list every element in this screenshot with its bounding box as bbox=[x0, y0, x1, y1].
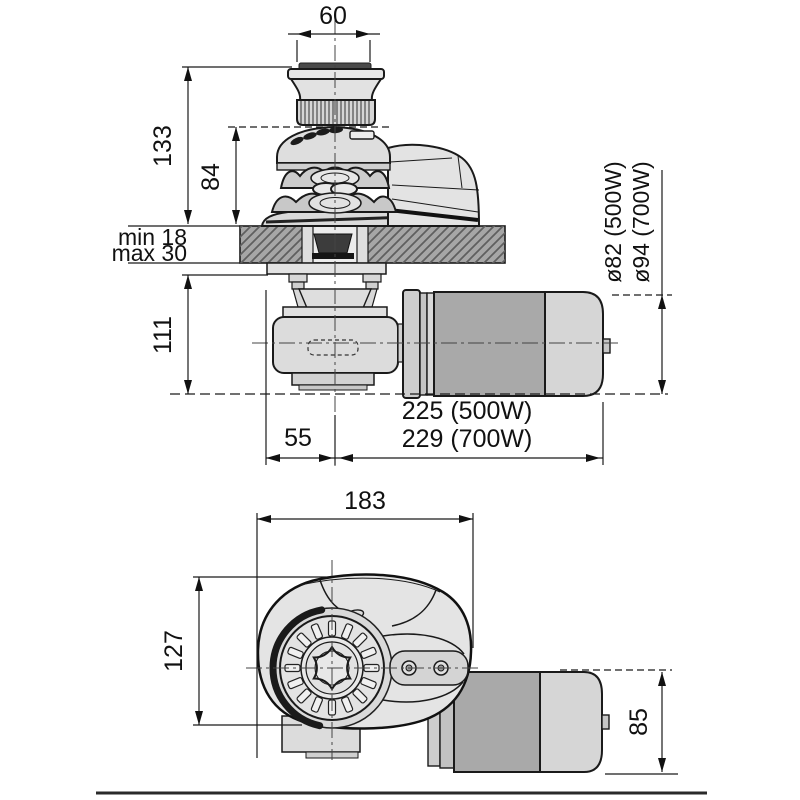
mounting-nut bbox=[288, 273, 308, 283]
dim-label-127: 127 bbox=[160, 630, 188, 672]
dim-label-183: 183 bbox=[344, 487, 386, 515]
dim-plan-motor-height bbox=[560, 669, 678, 775]
dim-lengths bbox=[265, 290, 604, 465]
motor-side bbox=[397, 289, 611, 399]
dim-label-85: 85 bbox=[625, 708, 653, 736]
deck-min-label: min 18 bbox=[118, 224, 187, 250]
gearbox-assembly bbox=[266, 262, 399, 391]
motor-end-cap bbox=[544, 291, 604, 397]
clamp-flange bbox=[266, 262, 387, 275]
dim-plan-width bbox=[256, 513, 474, 758]
mounting-nut bbox=[362, 273, 382, 283]
dim-label-229: 229 (700W) bbox=[402, 425, 533, 453]
motor-body bbox=[433, 291, 546, 397]
side-view: 60 133 84 min 18 max 30 bbox=[112, 2, 672, 468]
dim-label-dia-500: ø82 (500W) bbox=[600, 161, 626, 282]
chain-pipe bbox=[313, 233, 353, 254]
slot-ring bbox=[284, 620, 380, 716]
capstan-drum bbox=[287, 62, 385, 126]
dim-deck-thickness bbox=[128, 225, 240, 264]
dim-label-60: 60 bbox=[319, 2, 347, 30]
housing-cover bbox=[361, 143, 481, 227]
dim-height-above-deck bbox=[182, 66, 292, 224]
plan-view: 183 127 85 bbox=[160, 487, 678, 775]
dim-gypsy-height bbox=[228, 126, 390, 224]
dim-label-133: 133 bbox=[149, 125, 177, 167]
dim-label-225: 225 (500W) bbox=[402, 397, 533, 425]
dim-label-84: 84 bbox=[197, 163, 225, 191]
dim-plan-depth bbox=[193, 576, 330, 726]
deck-section bbox=[239, 225, 506, 264]
dim-label-dia-700: ø94 (700W) bbox=[628, 161, 654, 282]
dim-label-111: 111 bbox=[149, 316, 177, 354]
dim-drum-width bbox=[288, 30, 380, 62]
dim-height-below-deck bbox=[170, 274, 668, 395]
rim-crescent bbox=[269, 606, 326, 730]
dim-motor-diameter bbox=[612, 170, 672, 394]
motor-body-plan bbox=[453, 671, 541, 773]
motor-end-cap-plan bbox=[539, 671, 603, 773]
gypsy-assembly bbox=[270, 125, 398, 214]
dim-label-55: 55 bbox=[284, 424, 312, 452]
deck-max-label: max 30 bbox=[112, 240, 187, 266]
